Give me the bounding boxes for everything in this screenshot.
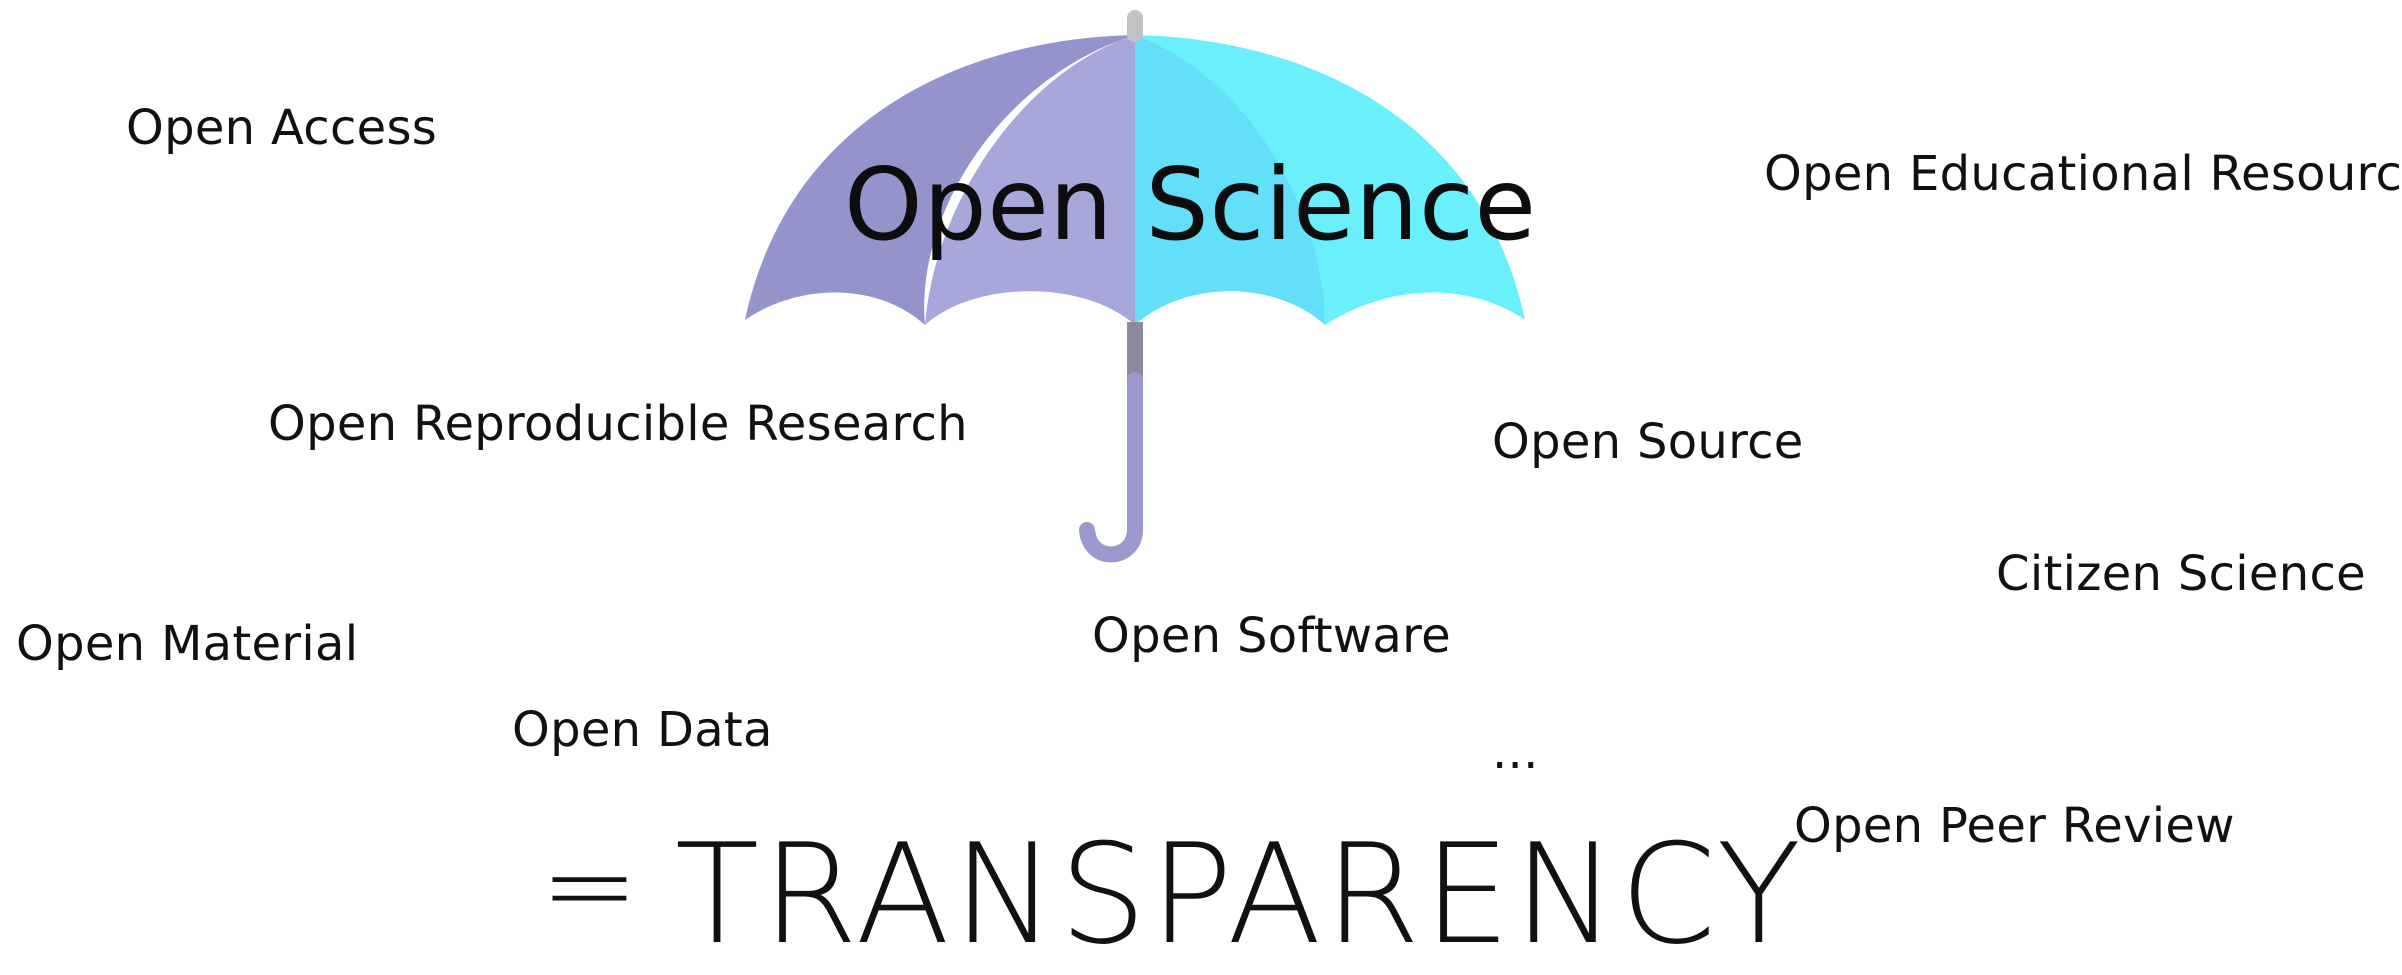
umbrella-canopy-left-inner	[925, 35, 1135, 325]
term-open-data: Open Data	[512, 702, 773, 758]
term-open-access: Open Access	[126, 100, 438, 156]
term-open-software: Open Software	[1092, 608, 1451, 664]
term-citizen-science: Citizen Science	[1996, 546, 2366, 602]
umbrella-stem-upper	[1127, 322, 1143, 382]
umbrella-canopy-right-outer	[1135, 35, 1525, 325]
term-open-material: Open Material	[16, 616, 359, 672]
term-open-reproducible-research: Open Reproducible Research	[268, 396, 968, 452]
term-open-source: Open Source	[1492, 414, 1804, 470]
umbrella-tip	[1127, 10, 1143, 42]
umbrella-canopy-left-outer	[745, 35, 1135, 325]
diagram-canvas: Open Science Open Access Open Educationa…	[16, 10, 2402, 964]
umbrella-icon	[745, 10, 1525, 563]
umbrella-title: Open Science	[844, 146, 1537, 263]
transparency-word: TRANSPARENCY	[674, 814, 1805, 975]
term-open-peer-review: Open Peer Review	[1794, 798, 2235, 854]
transparency-equation: =TRANSPARENCY	[540, 826, 1804, 964]
umbrella-handle	[1079, 372, 1143, 563]
term-ellipsis: ...	[1492, 724, 1539, 780]
umbrella-canopy-right-inner	[1135, 35, 1325, 325]
equals-sign: =	[540, 816, 639, 954]
term-open-educational-resources: Open Educational Resources	[1764, 146, 2402, 202]
